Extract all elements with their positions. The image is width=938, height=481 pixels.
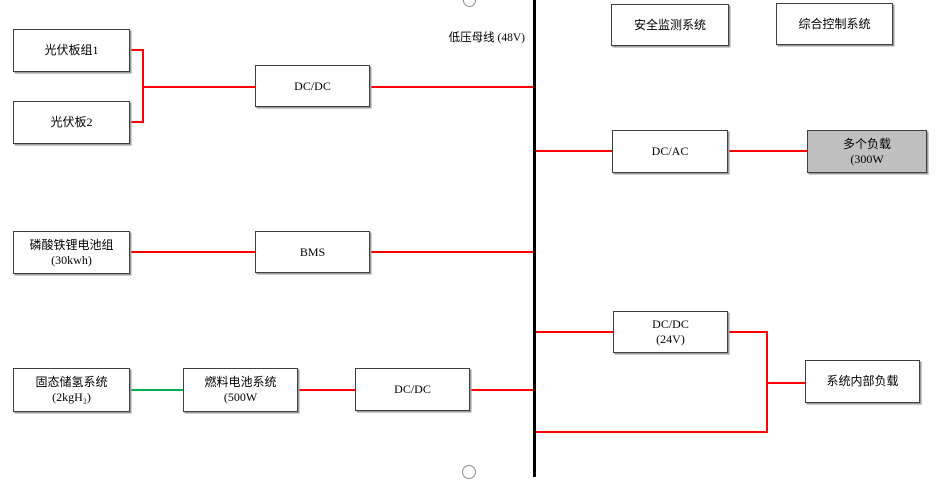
node-sublabel: (2kgH₂) (52, 390, 91, 404)
connector-dcac-to-load (728, 150, 807, 152)
connector-bus-to-dcac (535, 150, 612, 152)
node-integrated-control-system[interactable]: 综合控制系统 (776, 3, 893, 45)
node-label: 综合控制系统 (798, 16, 871, 31)
connector-pv-to-dcdc (142, 86, 255, 88)
connector-dcdcfc-to-bus (470, 389, 535, 391)
node-dcdc-pv[interactable]: DC/DC (255, 65, 370, 107)
node-label: 系统内部负载 (826, 374, 899, 388)
node-label: DC/DC (394, 382, 431, 396)
dc-bus-label: 低压母线 (48V) (448, 32, 525, 44)
connector-to-sysload (766, 382, 805, 384)
node-label: 多个负载 (842, 136, 891, 151)
node-sublabel: (300W (850, 151, 884, 166)
node-dcdc-24v[interactable]: DC/DC (24V) (613, 311, 728, 353)
node-lifepo4-battery-pack[interactable]: 磷酸铁锂电池组 (30kwh) (13, 231, 130, 274)
connector-fc-to-dcdc (298, 389, 355, 391)
connector-pv2-stub (130, 121, 144, 123)
node-sublabel: (24V) (656, 332, 685, 346)
node-label: 光伏板组1 (44, 43, 99, 57)
connector-bms-to-bus (370, 251, 535, 253)
node-label: DC/DC (294, 78, 331, 93)
node-label: BMS (299, 244, 326, 259)
node-pv-group-1[interactable]: 光伏板组1 (13, 29, 130, 72)
connector-pv1-stub (130, 49, 144, 51)
node-sublabel: (30kwh) (51, 252, 92, 267)
node-dcdc-fuelcell[interactable]: DC/DC (355, 368, 470, 411)
node-label: 固态储氢系统 (35, 375, 108, 389)
handle-circle-top[interactable] (463, 0, 476, 7)
dc-bus-line (533, 0, 536, 477)
connector-battery-to-bms (130, 251, 255, 253)
node-label: DC/DC (652, 317, 689, 331)
connector-h2-to-fuelcell (130, 389, 183, 391)
handle-circle-bottom[interactable] (462, 465, 476, 479)
node-label: 光伏板2 (50, 115, 93, 129)
node-sublabel: (500W (223, 390, 258, 404)
connector-dcdc-to-bus (370, 86, 535, 88)
node-multiple-loads[interactable]: 多个负载 (300W (807, 130, 927, 173)
node-solid-hydrogen-storage[interactable]: 固态储氢系统 (2kgH₂) (13, 368, 130, 412)
node-fuel-cell-system[interactable]: 燃料电池系统 (500W (183, 368, 298, 412)
node-bms[interactable]: BMS (255, 231, 370, 273)
node-dcac[interactable]: DC/AC (612, 130, 728, 173)
node-label: 磷酸铁锂电池组 (29, 237, 114, 252)
node-pv-panel-2[interactable]: 光伏板2 (13, 101, 130, 144)
node-label: 燃料电池系统 (204, 375, 277, 389)
connector-dcdc24-out (728, 331, 768, 333)
connector-bus-to-dcdc24 (535, 331, 613, 333)
connector-bus-bottom-loop (535, 431, 768, 433)
node-label: DC/AC (651, 144, 689, 158)
node-safety-monitoring-system[interactable]: 安全监测系统 (611, 4, 729, 46)
node-system-internal-load[interactable]: 系统内部负载 (805, 360, 920, 403)
node-label: 安全监测系统 (633, 17, 706, 32)
